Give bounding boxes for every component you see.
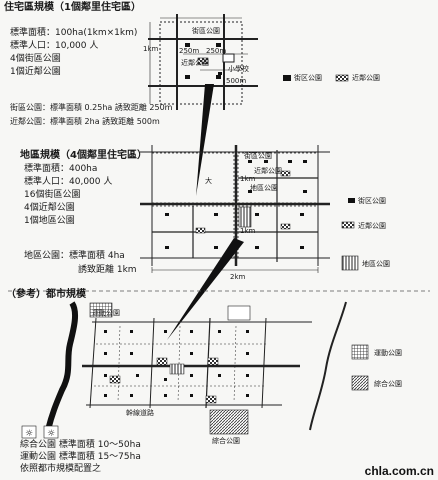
section1-label-block-park: 街區公園 [192, 27, 220, 35]
section2-stat: 1個地區公園 [24, 216, 75, 226]
section1-stat: 1個近鄰公園 [10, 67, 61, 77]
section2-label-neigh-park: 近鄰公園 [254, 167, 282, 175]
legend-block-park-swatch [283, 75, 291, 81]
city-diagram: ☼ ☼ [21, 301, 347, 439]
city-block-marks [104, 330, 249, 397]
section2-dim-1km-b: 1km [240, 227, 256, 235]
section2-label-block-park: 街區公園 [244, 152, 272, 160]
section1-dim-250a: 250m [179, 47, 200, 55]
section1-label-neigh-park: 近鄰公園 [181, 59, 209, 67]
watermark: chla.com.cn [364, 464, 434, 478]
section3-note: 依照都市規模配置之 [20, 464, 102, 474]
section2-stat: 標準面積：400ha [24, 164, 98, 174]
section2-stat: 4個近鄰公園 [24, 203, 75, 213]
connector-wedge-1 [196, 84, 214, 196]
legend2-district-park-swatch [341, 255, 359, 271]
section3-label-sports-park: 運動公園 [92, 309, 120, 317]
section1-dim-250b: 250m [206, 47, 227, 55]
section1-title: 住宅區規模（1個鄰里住宅區） [4, 2, 141, 13]
section2-dim-1km-a: 1km [240, 175, 256, 183]
section3-label-trunk-road: 幹線道路 [126, 409, 154, 417]
section1-park-line: 街區公園：標準面積 0.25ha 誘致距離 250m [10, 103, 173, 112]
section1-dim-1km: 1km [143, 45, 159, 53]
legend3-general-park-label: 綜合公園 [374, 380, 402, 388]
section1-stat: 標準面積：100ha(1km×1km) [10, 28, 138, 38]
section2-title: 地區規模（4個鄰里住宅區） [20, 150, 147, 161]
district-diagram [140, 145, 330, 273]
section1-dim-500: 500m [226, 77, 247, 85]
section3-title: （參考）都市規模 [6, 289, 86, 300]
section1-stat: 4個街區公園 [10, 54, 61, 64]
connector-wedge-2 [167, 238, 244, 340]
legend2-neighborhood-park-swatch [341, 221, 355, 229]
section3-note: 綜合公園 標準面積 10～50ha [20, 440, 141, 450]
legend1-block-park-label: 街区公園 [294, 74, 322, 82]
section3-label-general-park: 綜合公園 [212, 437, 240, 445]
legend2-district-park-label: 地區公園 [362, 260, 390, 268]
legend2-block-park-label: 街区公園 [358, 197, 386, 205]
section2-label-district-park: 地區公園 [250, 184, 278, 192]
section1-park-line: 近鄰公園：標準面積 2ha 誘致距離 500m [10, 117, 160, 126]
legend3-sports-park-label: 運動公園 [374, 349, 402, 357]
legend3-sports-park-swatch [351, 344, 369, 360]
legend3-general-park-swatch [351, 375, 369, 391]
section3-note: 運動公園 標準面積 15～75ha [20, 452, 141, 462]
neighborhood-diagram [148, 14, 258, 110]
section2-dim-2km: 2km [230, 273, 246, 281]
legend2-block-park-swatch [348, 198, 355, 203]
section2-stat: 16個街區公園 [24, 190, 81, 200]
section2-park-line: 地區公園：標準面積 4ha [24, 251, 125, 261]
svg-text:☼: ☼ [47, 429, 55, 439]
section1-label-school: 小學校 [228, 65, 249, 73]
legend1-neighborhood-park-label: 近鄰公園 [352, 74, 380, 82]
legend-neighborhood-park-swatch [335, 74, 349, 82]
section1-stat: 標準人口：10,000 人 [10, 41, 99, 51]
section2-park-line: 誘致距離 1km [78, 265, 137, 275]
svg-text:☼: ☼ [25, 429, 33, 439]
section2-stat: 標準人口：40,000 人 [24, 177, 113, 187]
legend2-neighborhood-park-label: 近鄰公園 [358, 222, 386, 230]
section2-mark-big: 大 [205, 177, 212, 185]
